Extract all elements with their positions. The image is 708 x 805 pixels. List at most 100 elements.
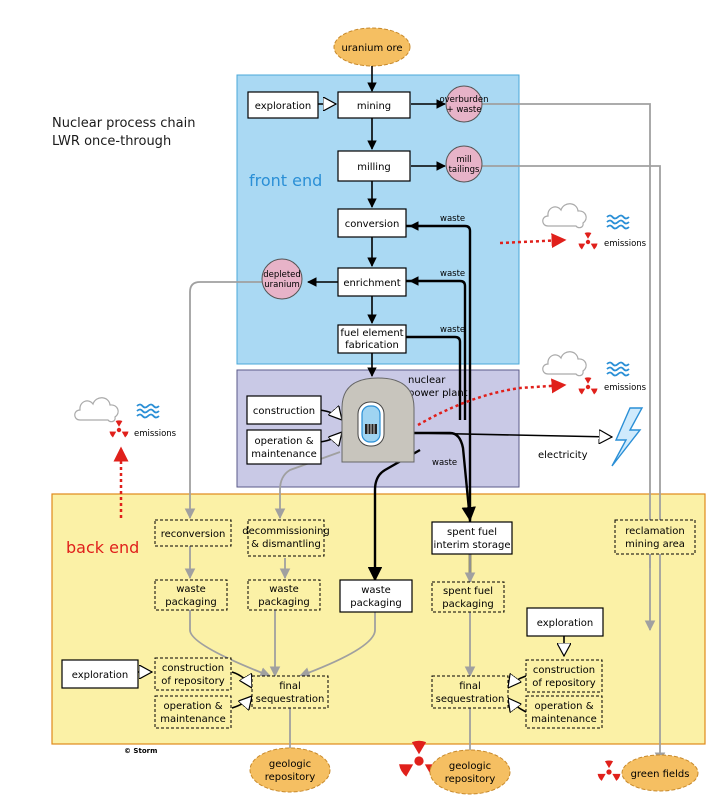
left-final-sequestration-box xyxy=(251,675,329,709)
back-end-emissions-label: emissions xyxy=(134,429,177,439)
reclamation-label-line2: mining area xyxy=(625,539,685,550)
radiation-icon xyxy=(578,377,598,395)
spent-fuel-packaging-box xyxy=(431,581,505,613)
spent-fuel-packaging-label-line1: spent fuel xyxy=(443,586,493,597)
waste-packaging-3-label-line2: packaging xyxy=(350,598,402,609)
radiation-icon xyxy=(109,420,129,438)
mill-tailings-label-line2: tailings xyxy=(449,165,480,175)
left-geologic-repository-label-line2: repository xyxy=(265,772,316,783)
power-plant-title-line1: nuclear xyxy=(408,375,446,386)
fabrication-waste-label: waste xyxy=(440,325,465,335)
right-geologic-repository-label-line1: geologic xyxy=(449,761,491,772)
overburden-to-reclamation-arrow xyxy=(482,103,656,632)
operation-to-plant-arrow xyxy=(319,432,342,442)
right-construction-to-final-arrow xyxy=(508,676,527,688)
right-construction-repository-box xyxy=(525,659,603,693)
lightning-icon xyxy=(611,407,644,467)
water-icon xyxy=(136,403,160,419)
conversion-waste-label: waste xyxy=(440,214,465,224)
depleted-uranium-label-line2: uranium xyxy=(264,280,300,290)
plant-to-decommissioning-arrow xyxy=(274,451,341,520)
conversion-label: conversion xyxy=(345,219,400,230)
decommissioning-label-line1: decommissioning xyxy=(242,526,330,537)
right-geologic-repository-label-line2: repository xyxy=(445,774,496,785)
front-end-emissions-arrow xyxy=(499,233,567,249)
back-end-label: back end xyxy=(66,538,139,557)
mining-label: mining xyxy=(357,101,391,112)
enrichment-box xyxy=(337,267,407,297)
left-construction-repository-box xyxy=(154,657,232,691)
overburden-label-line2: + waste xyxy=(447,105,482,115)
plant-waste-label: waste xyxy=(432,458,457,468)
right-exploration-label: exploration xyxy=(537,618,594,629)
left-operation-to-final-arrow xyxy=(231,696,252,708)
conversion-box xyxy=(337,208,407,238)
waste-packaging-1-label-line2: packaging xyxy=(165,597,217,608)
right-operation-maintenance-label-line2: maintenance xyxy=(531,714,597,725)
left-construction-repository-label-line2: of repository xyxy=(161,676,224,687)
front-end-label: front end xyxy=(249,171,322,190)
water-icon xyxy=(606,361,630,377)
radiation-icon xyxy=(597,760,621,782)
enrichment-waste-line xyxy=(406,279,467,420)
waste-packaging-3-label-line1: waste xyxy=(361,585,391,596)
reconversion-box xyxy=(154,519,232,547)
construction-to-plant-arrow xyxy=(319,410,342,420)
exploration-label: exploration xyxy=(255,101,312,112)
left-operation-maintenance-label-line1: operation & xyxy=(164,701,223,712)
mill-tailings-label-line1: mill xyxy=(456,155,471,165)
right-construction-repository-label-line1: construction xyxy=(533,665,595,676)
right-exploration-box xyxy=(526,607,604,637)
plant-operation-label-line1: operation & xyxy=(255,436,314,447)
milling-label: milling xyxy=(357,162,391,173)
cloud-icon xyxy=(74,397,119,423)
spent-fuel-storage-label-line1: spent fuel xyxy=(447,527,497,538)
waste-packaging-box-2 xyxy=(247,579,321,611)
tailings-to-green-fields-arrow xyxy=(482,165,666,764)
plant-to-electricity-arrow xyxy=(415,433,612,437)
cloud-icon xyxy=(542,203,587,229)
reactor-containment-icon xyxy=(341,377,415,463)
left-final-sequestration-label-line2: sequestration xyxy=(256,694,325,705)
overburden-label-line1: overburden xyxy=(439,95,488,105)
right-operation-maintenance-box xyxy=(525,695,603,729)
left-exploration-box xyxy=(61,659,139,689)
right-operation-to-final-arrow xyxy=(508,698,527,712)
reclamation-box xyxy=(614,519,696,555)
right-construction-repository-label-line2: of repository xyxy=(532,678,595,689)
green-fields-node xyxy=(621,754,699,792)
plant-construction-box xyxy=(246,395,322,425)
diagram-title-line1: Nuclear process chain xyxy=(52,116,195,131)
copyright-label: © Storm xyxy=(124,747,157,755)
right-geologic-repository-node xyxy=(429,749,511,795)
left-wp1-to-final-arrow xyxy=(189,610,272,678)
green-fields-label: green fields xyxy=(631,769,690,780)
diagram-title-line2: LWR once-through xyxy=(52,134,171,149)
waste-packaging-box-1 xyxy=(154,579,228,611)
waste-packaging-1-label-line1: waste xyxy=(176,584,206,595)
uranium-ore-label: uranium ore xyxy=(341,43,402,54)
depleted-uranium-node xyxy=(261,258,303,300)
left-construction-repository-label-line1: construction xyxy=(162,663,224,674)
fuel-fabrication-box xyxy=(337,324,407,354)
right-final-sequestration-box xyxy=(431,675,509,709)
front-end-emissions-label: emissions xyxy=(604,239,647,249)
plant-operation-box xyxy=(246,429,322,465)
right-final-sequestration-label-line2: sequestration xyxy=(436,694,505,705)
waste-packaging-2-label-line1: waste xyxy=(269,584,299,595)
power-plant-title-line2: power plant xyxy=(408,388,468,399)
fuel-fabrication-label-line2: fabrication xyxy=(345,340,399,351)
left-exploration-label: exploration xyxy=(72,670,129,681)
cloud-icon xyxy=(542,351,587,377)
left-wp3-to-final-arrow xyxy=(298,612,376,678)
plant-to-waste-packaging-arrow xyxy=(367,448,421,582)
milling-box xyxy=(337,150,411,182)
reconversion-label: reconversion xyxy=(161,529,226,540)
plant-emissions-label: emissions xyxy=(604,383,647,393)
back-end-panel xyxy=(51,493,706,745)
electricity-label: electricity xyxy=(538,450,588,461)
exploration-box xyxy=(247,91,319,119)
right-operation-maintenance-label-line1: operation & xyxy=(535,701,594,712)
water-icon xyxy=(606,214,630,230)
left-final-sequestration-label-line1: final xyxy=(279,681,301,692)
